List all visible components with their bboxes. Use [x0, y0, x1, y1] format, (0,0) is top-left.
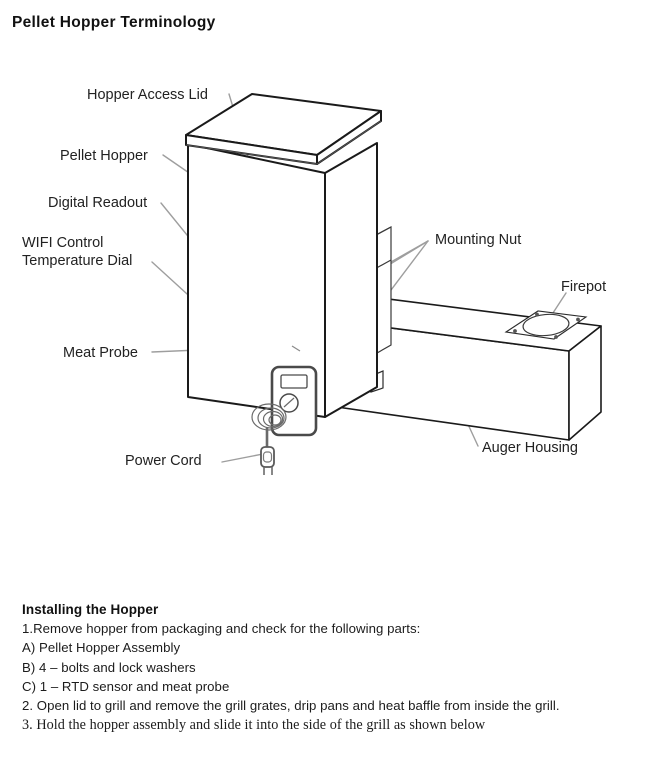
- installing-hopper-section: Installing the Hopper 1.Remove hopper fr…: [22, 602, 642, 737]
- hopper-body-shape: [187, 142, 378, 418]
- callout-hopper-access-lid: Hopper Access Lid: [87, 87, 208, 103]
- callout-firepot: Firepot: [561, 279, 607, 295]
- firepot-shape: [504, 310, 588, 340]
- instruction-step: A) Pellet Hopper Assembly: [22, 640, 181, 656]
- callout-temperature-dial: Temperature Dial: [22, 253, 133, 269]
- callout-mounting-nut: Mounting Nut: [435, 232, 522, 248]
- callout-power-cord: Power Cord: [125, 453, 202, 469]
- instruction-step: C) 1 – RTD sensor and meat probe: [22, 678, 230, 694]
- instruction-step: B) 4 – bolts and lock washers: [22, 659, 196, 675]
- callout-meat-probe: Meat Probe: [63, 345, 138, 361]
- callout-digital-readout: Digital Readout: [48, 195, 148, 211]
- hopper-illustration: [151, 93, 602, 475]
- instruction-step: 2. Open lid to grill and remove the gril…: [22, 698, 560, 714]
- meat-probe-wire: [291, 345, 301, 352]
- auger-housing-shape: [336, 296, 602, 441]
- hopper-access-lid-shape: [185, 93, 382, 165]
- instructions-heading: Installing the Hopper: [22, 602, 159, 617]
- callout-wifi-control: WIFI Control: [22, 235, 104, 251]
- callout-pellet-hopper: Pellet Hopper: [60, 148, 148, 164]
- page-title: Pellet Hopper Terminology: [12, 14, 216, 31]
- callout-auger-housing: Auger Housing: [482, 440, 578, 456]
- power-cord-shape: [251, 403, 287, 475]
- pellet-hopper-diagram: Hopper Access Lid Pellet Hopper Digital …: [0, 55, 671, 575]
- instruction-step-final: 3. Hold the hopper assembly and slide it…: [22, 717, 486, 734]
- instruction-step: 1.Remove hopper from packaging and check…: [22, 621, 421, 636]
- digital-readout-screen: [280, 374, 308, 389]
